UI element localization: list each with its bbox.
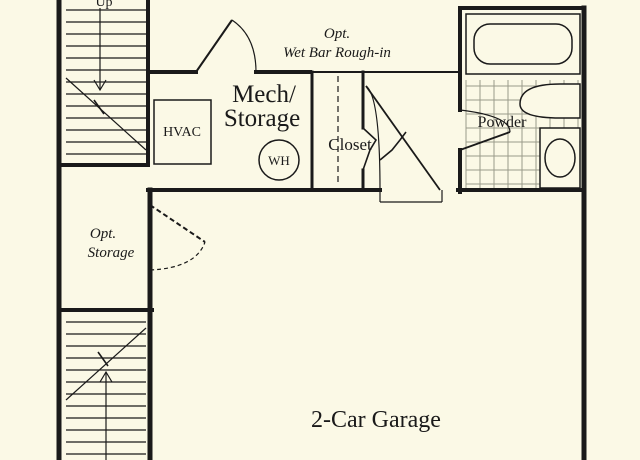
opt-storage-label: Storage (88, 245, 135, 261)
sink-icon (519, 83, 581, 119)
hvac-unit (153, 99, 212, 165)
stairs-up-label: Up (95, 0, 112, 10)
toilet-icon (539, 127, 581, 189)
powder-door-swing (365, 85, 443, 203)
bathtub (465, 13, 581, 75)
mech-storage-label: Storage (224, 105, 300, 132)
opt-storage-label: Opt. (90, 226, 116, 242)
closet-label: Closet (328, 135, 372, 154)
stairs-upper (65, 8, 147, 155)
wet-bar-label: Opt. (324, 26, 350, 42)
wet-bar-label: Wet Bar Rough-in (283, 45, 391, 61)
closet-bifold-door (362, 127, 407, 171)
walls (56, 0, 587, 460)
water-heater-label: WH (268, 153, 290, 168)
storage-door-swing (149, 204, 206, 271)
mech-storage-label: Mech/ (232, 81, 296, 108)
mech-door-swing (195, 19, 257, 73)
powder-label: Powder (478, 114, 528, 131)
water-heater (258, 139, 300, 181)
stairs-lower (65, 321, 147, 460)
garage-label: 2-Car Garage (311, 407, 441, 433)
hvac-label: HVAC (163, 125, 201, 140)
powder-room-door (459, 109, 511, 151)
